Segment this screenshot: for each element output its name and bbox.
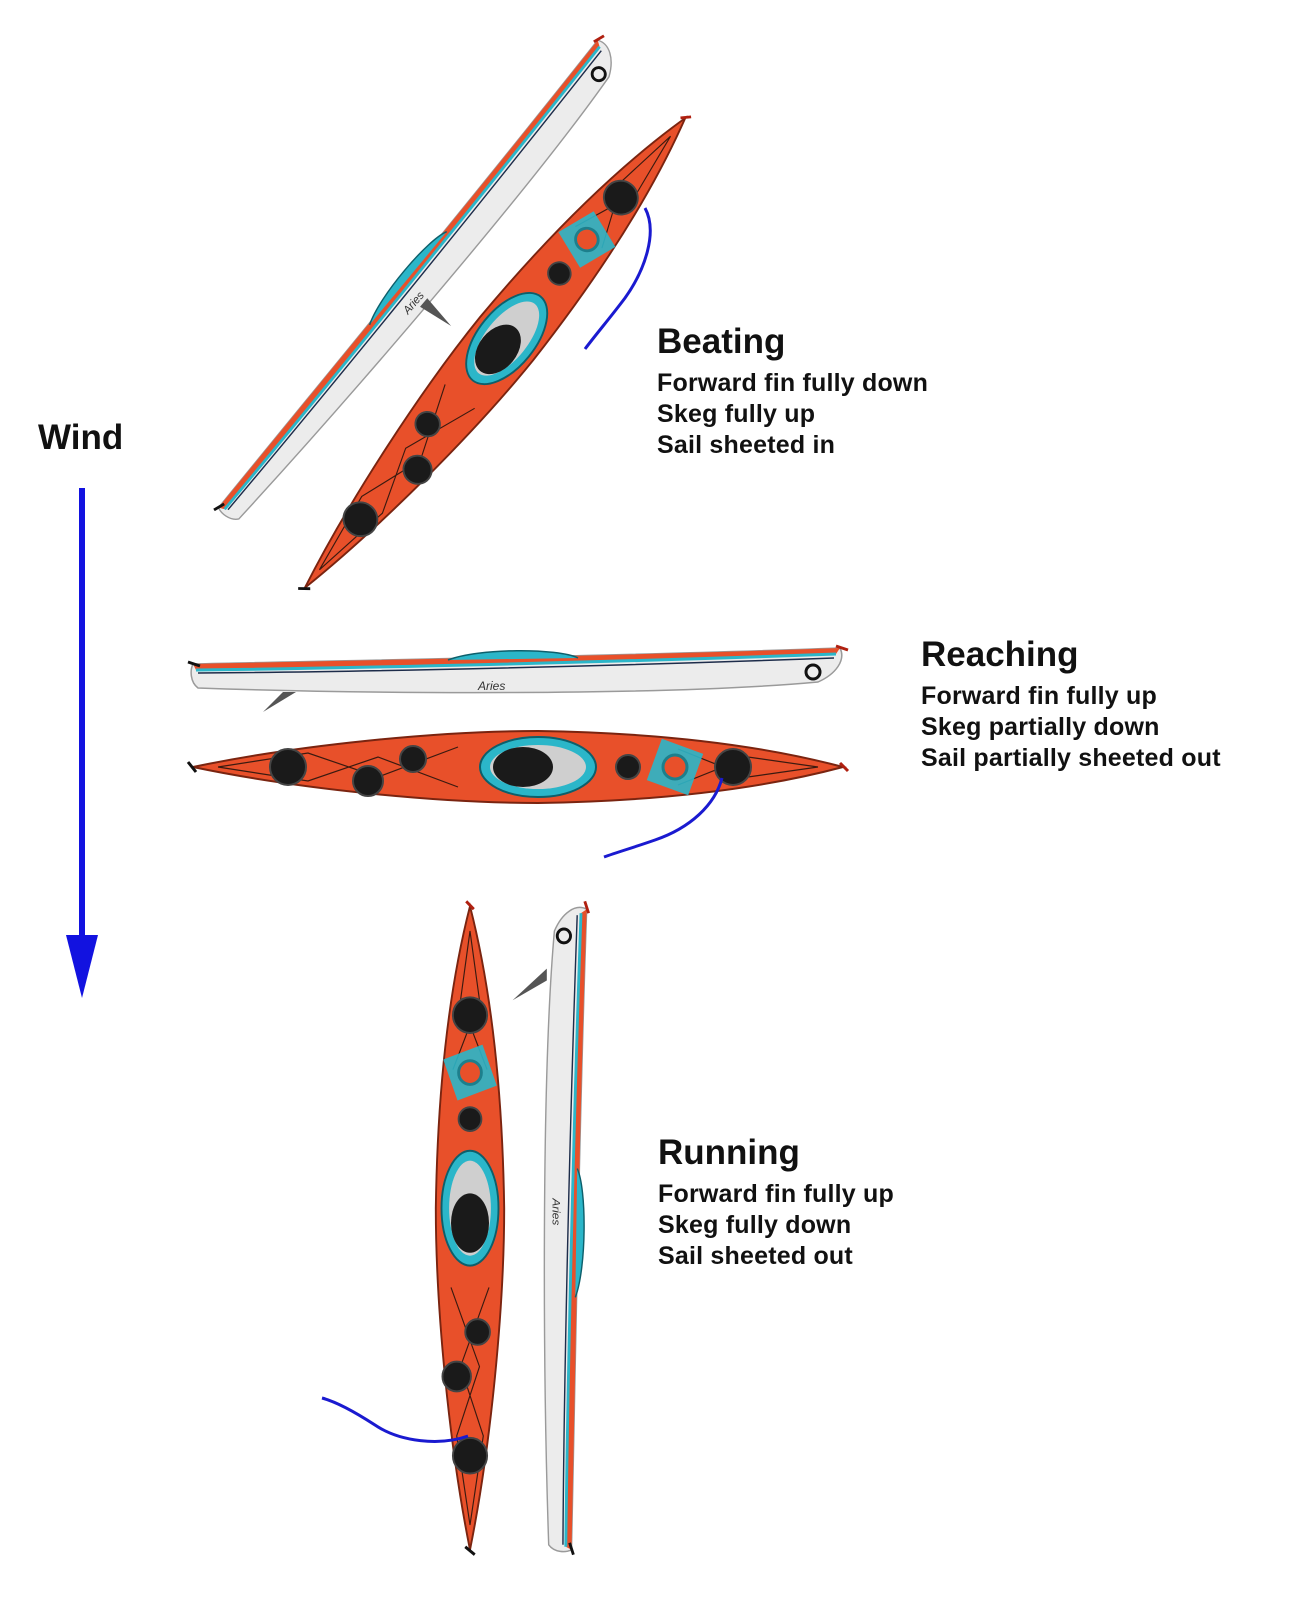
running-setting-1: Forward fin fully up xyxy=(658,1179,894,1208)
wind-arrow xyxy=(66,488,98,998)
skeg-fin-full xyxy=(512,968,547,1001)
kayak-side-label-3: Aries xyxy=(550,1197,563,1225)
kayak-side-label-2: Aries xyxy=(477,679,505,693)
reaching-sail-sheet xyxy=(603,777,724,859)
wind-label: Wind xyxy=(38,418,124,457)
skeg-fin xyxy=(420,298,452,326)
skeg-fin-partial xyxy=(263,692,296,712)
running-label: Running Forward fin fully up Skeg fully … xyxy=(658,1131,894,1273)
reaching-setting-1: Forward fin fully up xyxy=(921,681,1157,710)
reaching-setting-2: Skeg partially down xyxy=(921,713,1160,741)
reaching-kayak-deck-view xyxy=(186,729,850,805)
beating-setting-1: Forward fin fully down xyxy=(657,368,929,397)
reaching-kayak-side-view: Aries xyxy=(186,644,850,712)
running-kayak-side-view: Aries xyxy=(512,899,591,1557)
running-setting-2: Skeg fully down xyxy=(658,1211,852,1239)
running-sail-sheet xyxy=(321,1396,469,1443)
reaching-setting-3: Sail partially sheeted out xyxy=(921,744,1221,773)
beating-title: Beating xyxy=(657,322,786,361)
running-setting-3: Sail sheeted out xyxy=(658,1242,853,1271)
beating-label: Beating Forward fin fully down Skeg full… xyxy=(657,320,928,462)
reaching-label: Reaching Forward fin fully up Skeg parti… xyxy=(921,633,1221,775)
beating-setting-3: Sail sheeted in xyxy=(657,431,836,460)
running-title: Running xyxy=(658,1133,800,1172)
running-kayak-deck-view xyxy=(434,899,506,1557)
beating-sail-sheet xyxy=(583,207,652,350)
beating-setting-2: Skeg fully up xyxy=(657,400,816,428)
reaching-title: Reaching xyxy=(921,635,1079,674)
